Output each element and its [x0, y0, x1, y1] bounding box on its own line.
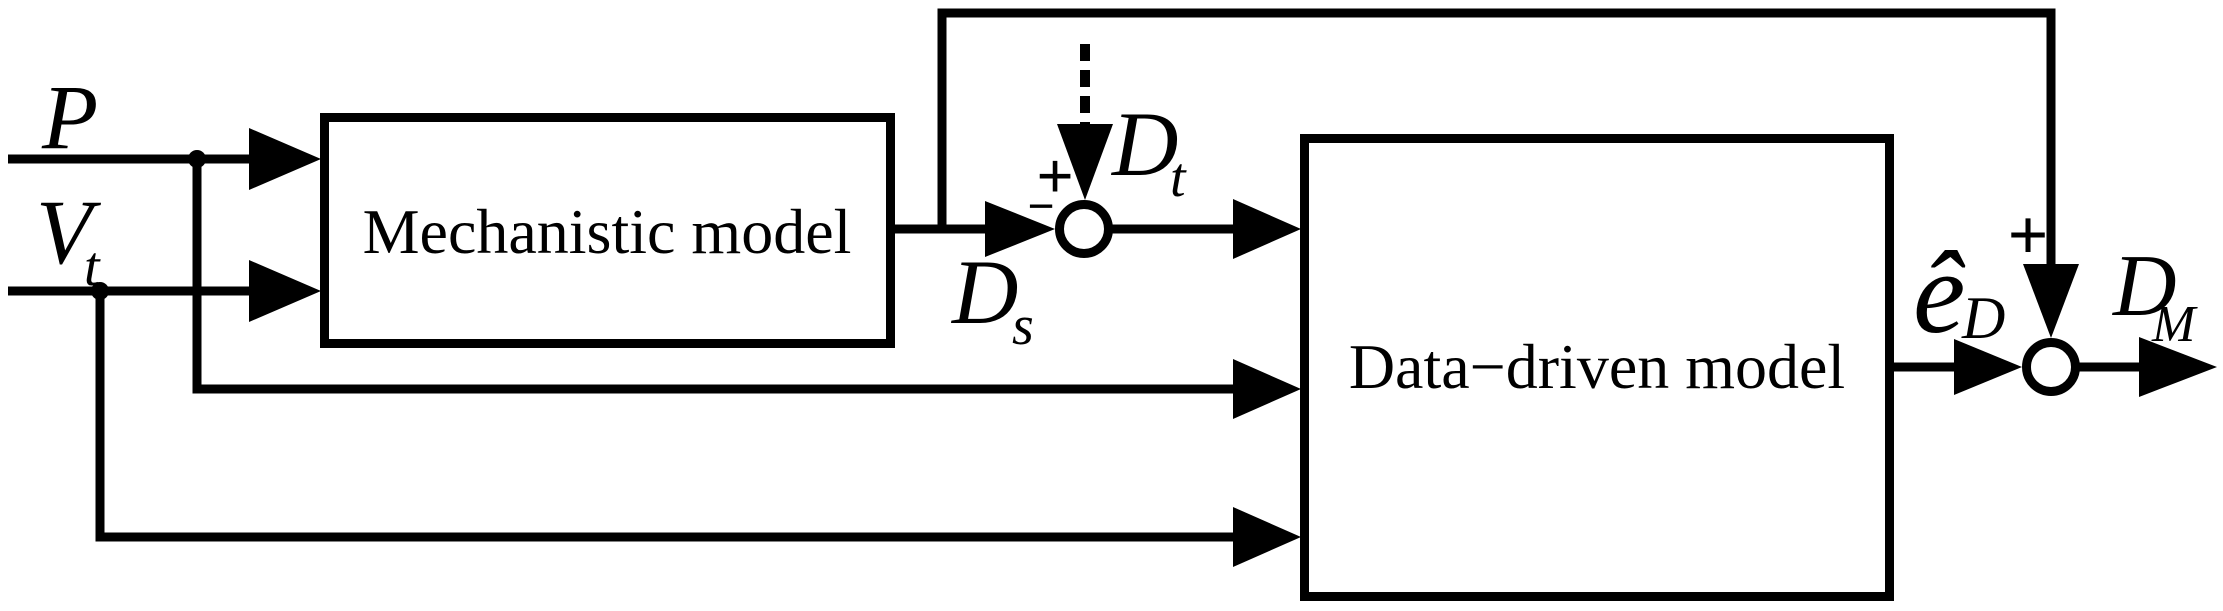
ed-signal: ê D: [1892, 227, 2022, 395]
dt-label-base: D: [1110, 93, 1178, 195]
data-driven-model-block: Data−driven model: [1300, 134, 1894, 601]
ds-arrowhead: [985, 201, 1055, 257]
ds-label-subscript: s: [1012, 295, 1034, 357]
vt-branch-line: [95, 291, 1236, 542]
p-branch-arrowhead: [1233, 359, 1301, 419]
feedforward-down-arrowhead: [2023, 264, 2079, 338]
vt-label-base: V: [36, 181, 102, 283]
error-signal-wire: [1110, 199, 1301, 259]
ed-label-base: ê: [1913, 227, 1966, 358]
dm-label-base: D: [2112, 238, 2177, 335]
error-arrowhead: [1233, 199, 1301, 259]
mechanistic-model-block: Mechanistic model: [320, 113, 895, 348]
vt-input-signal: V t: [8, 181, 321, 322]
feedforward-line: [937, 8, 2056, 266]
ed-label-subscript: D: [1961, 285, 2005, 351]
p-branch-line: [192, 159, 1236, 394]
dt-arrowhead: [1057, 124, 1113, 200]
left-summing-junction: + −: [1027, 140, 1113, 258]
dt-label-subscript: t: [1170, 147, 1187, 209]
mechanistic-model-label: Mechanistic model: [363, 196, 852, 267]
p-label: P: [41, 66, 98, 168]
dm-label-subscript: M: [2151, 296, 2198, 353]
data-driven-model-label: Data−driven model: [1349, 331, 1845, 402]
right-sum-circle: [2022, 338, 2080, 396]
left-sum-plus-sign: +: [1036, 140, 1074, 213]
ds-label-base: D: [950, 241, 1018, 343]
ds-signal: D s: [893, 201, 1055, 357]
vt-branch-wire: [95, 291, 1301, 567]
p-branch-wire: [192, 159, 1301, 419]
vt-label-subscript: t: [84, 236, 101, 298]
vt-arrowhead: [249, 260, 321, 322]
ed-arrowhead: [1954, 339, 2022, 395]
vt-branch-arrowhead: [1233, 507, 1301, 567]
ds-feedforward-wire: [937, 8, 2079, 338]
dm-arrowhead: [2139, 337, 2217, 397]
mechanistic-model-box: [320, 113, 895, 348]
right-sum-plus-sign: +: [2007, 195, 2048, 275]
left-sum-minus-sign: −: [1027, 180, 1054, 233]
dt-dashed-input: D t: [1057, 44, 1187, 209]
left-sum-circle: [1055, 200, 1113, 258]
data-driven-model-box: [1300, 134, 1894, 601]
right-summing-junction: +: [2007, 195, 2080, 396]
dm-output-signal: D M: [2078, 238, 2217, 397]
p-arrowhead: [249, 128, 321, 190]
